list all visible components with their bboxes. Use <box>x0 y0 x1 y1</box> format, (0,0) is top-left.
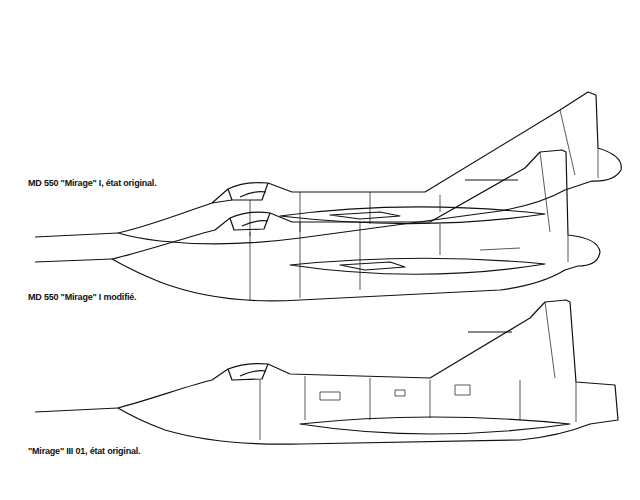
caption-label: MD 550 "Mirage" I modifié. <box>28 292 136 302</box>
mirage-iii-01 <box>35 300 618 444</box>
caption-label: "Mirage" III 01, état original. <box>28 446 140 456</box>
caption-label: MD 550 "Mirage" I, état original. <box>28 178 156 188</box>
mirage-i-modified <box>35 150 600 301</box>
mirage-i-original <box>35 92 621 244</box>
